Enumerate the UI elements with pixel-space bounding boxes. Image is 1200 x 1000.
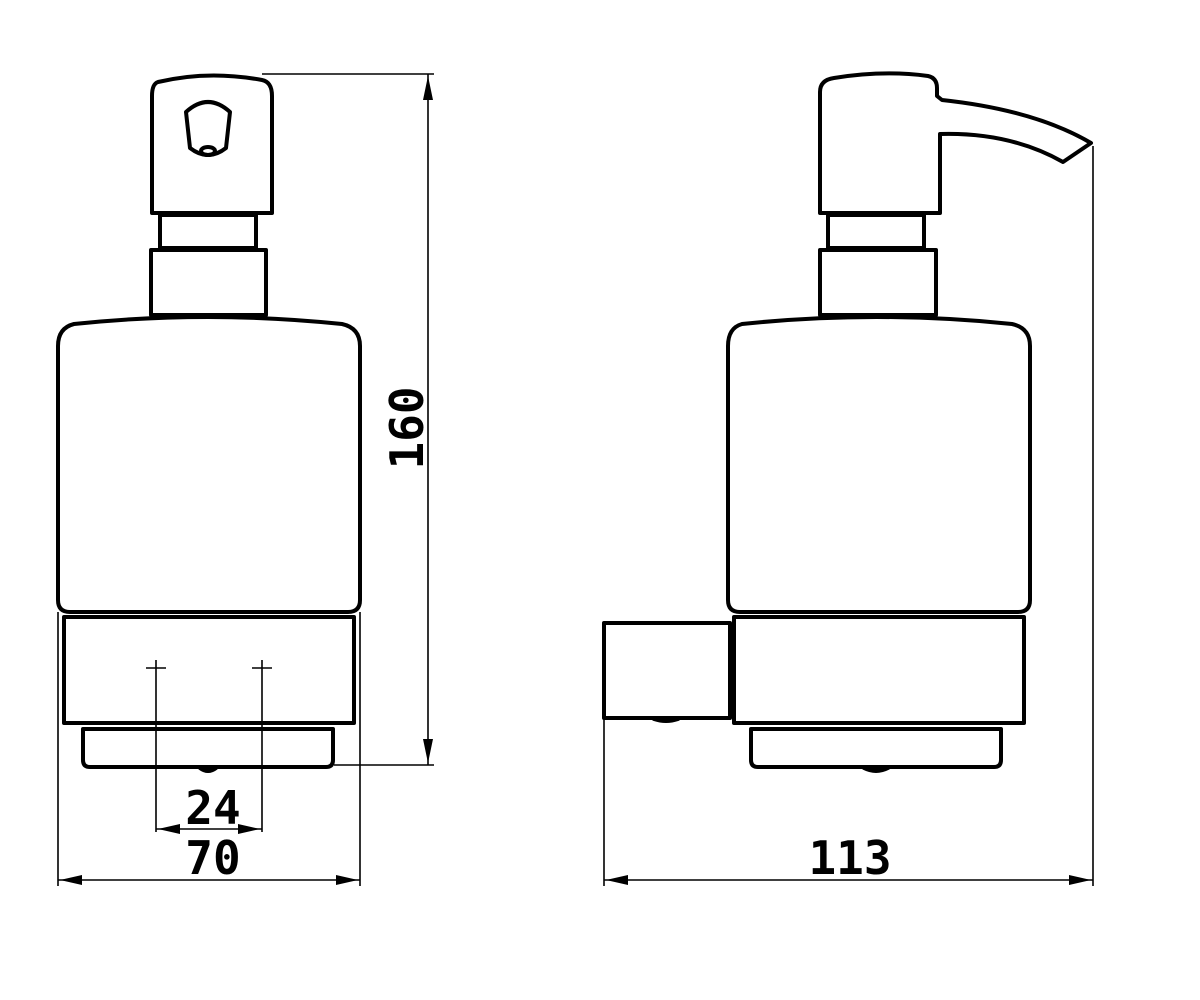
dimension-width-front: 70	[57, 612, 361, 886]
dimension-hole-spacing: 24	[156, 781, 262, 835]
front-base-plate	[81, 727, 335, 769]
side-view	[602, 71, 1093, 773]
arrow-left-width	[60, 875, 82, 885]
side-base-foot	[862, 766, 890, 773]
mounting-hole-left	[146, 660, 166, 832]
mounting-hole-right	[252, 660, 272, 832]
arrow-left-depth	[606, 875, 628, 885]
arrow-down	[423, 739, 433, 763]
front-view	[56, 73, 362, 832]
front-collar	[149, 248, 268, 317]
side-arm-foot	[652, 717, 680, 723]
arrow-left-spacing	[158, 824, 180, 834]
side-collar	[818, 248, 938, 317]
arrow-right-width	[336, 875, 358, 885]
side-holder-band	[732, 615, 1026, 725]
front-holder-band	[62, 615, 356, 725]
side-pump-head	[818, 71, 1093, 215]
front-neck	[158, 213, 258, 250]
dimension-height: 160	[262, 73, 434, 766]
side-wall-arm	[602, 621, 732, 720]
label-hole-spacing: 24	[185, 781, 240, 835]
front-base-foot	[198, 766, 218, 773]
arrow-up	[423, 76, 433, 100]
arrow-right-depth	[1069, 875, 1091, 885]
side-bottle	[726, 315, 1032, 614]
label-width-front: 70	[185, 831, 240, 885]
label-depth-side: 113	[808, 831, 891, 885]
front-nozzle-hole	[199, 145, 217, 157]
front-bottle	[56, 315, 362, 614]
arrow-right-spacing	[238, 824, 260, 834]
front-pump-nozzle	[184, 100, 232, 157]
front-pump-head	[150, 73, 274, 215]
dimension-depth-side: 113	[603, 146, 1094, 886]
label-height: 160	[380, 386, 434, 469]
side-base-plate	[749, 727, 1003, 769]
side-neck	[826, 213, 926, 250]
